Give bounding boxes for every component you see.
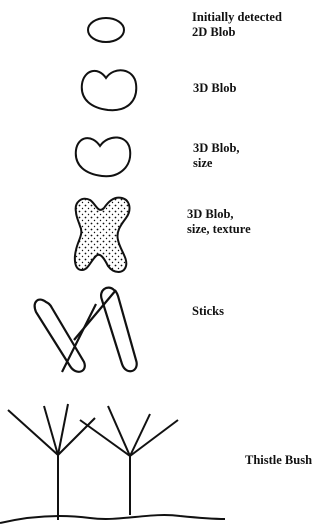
thistle-bush-icon <box>0 404 225 523</box>
heart-blob-size-icon <box>76 137 130 176</box>
stage-label-3d-blob-size-texture: 3D Blob, size, texture <box>187 207 251 237</box>
label-line: 3D Blob, <box>187 207 251 222</box>
label-line: 2D Blob <box>192 25 282 40</box>
textured-blob-icon <box>75 198 130 272</box>
stage-label-thistle-bush: Thistle Bush <box>245 453 312 468</box>
sticks-icon <box>35 288 137 372</box>
label-line: Thistle Bush <box>245 453 312 468</box>
heart-blob-icon <box>82 70 136 110</box>
label-line: size <box>193 156 240 171</box>
label-line: Sticks <box>192 304 224 319</box>
label-line: Initially detected <box>192 10 282 25</box>
stage-label-3d-blob: 3D Blob <box>193 81 236 96</box>
label-line: 3D Blob <box>193 81 236 96</box>
stage-label-3d-blob-size: 3D Blob, size <box>193 141 240 171</box>
ellipse-blob-icon <box>88 18 124 42</box>
stage-label-sticks: Sticks <box>192 304 224 319</box>
label-line: 3D Blob, <box>193 141 240 156</box>
label-line: size, texture <box>187 222 251 237</box>
stage-label-2d-blob: Initially detected 2D Blob <box>192 10 282 40</box>
